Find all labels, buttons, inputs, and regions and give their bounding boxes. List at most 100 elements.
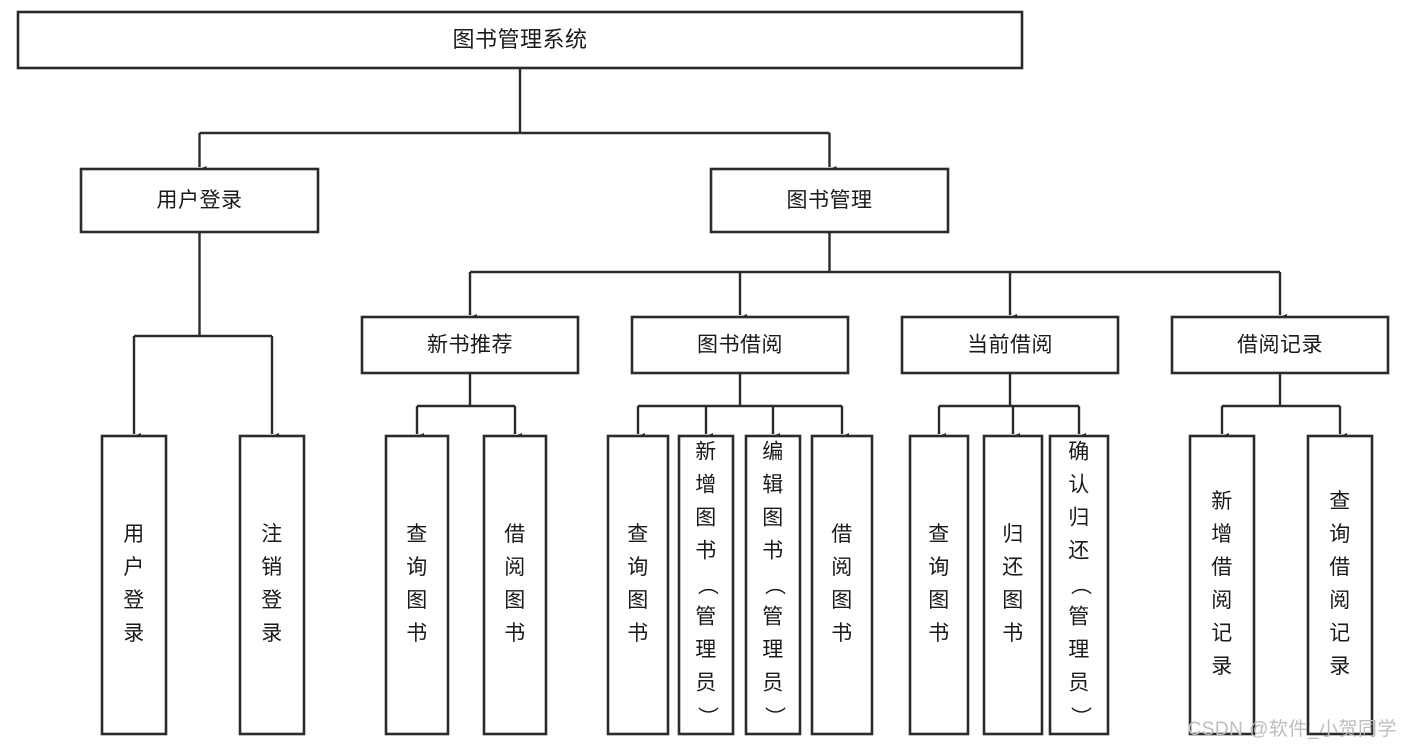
node-user-login[interactable]: 用户登录 — [79, 167, 320, 234]
svg-text:）: ） — [762, 706, 785, 728]
svg-text:理: 理 — [1068, 639, 1090, 662]
svg-text:归: 归 — [1068, 507, 1090, 530]
svg-text:新: 新 — [695, 441, 717, 464]
svg-text:认: 认 — [1068, 474, 1090, 497]
svg-text:注: 注 — [261, 523, 283, 546]
leaf-node-leaf-borrow-book-2-box — [810, 434, 874, 736]
root-node-book-management-system-label: 图书管理系统 — [452, 27, 587, 52]
svg-text:增: 增 — [695, 474, 717, 497]
node-borrow-record[interactable]: 借阅记录 — [1170, 315, 1390, 375]
svg-text:销: 销 — [261, 556, 283, 579]
svg-text:书: 书 — [762, 540, 784, 563]
leaf-node-leaf-user-login-label: 用户登录 — [123, 523, 145, 645]
node-new-book-recommend-label: 新书推荐 — [427, 334, 513, 357]
svg-text:图: 图 — [928, 589, 950, 612]
svg-text:登: 登 — [123, 589, 145, 612]
svg-text:图: 图 — [695, 507, 717, 530]
svg-text:书: 书 — [928, 622, 950, 645]
svg-text:查: 查 — [928, 523, 950, 546]
connectors-layer — [127, 68, 1347, 445]
svg-text:管: 管 — [762, 606, 784, 629]
svg-text:记: 记 — [1211, 622, 1233, 645]
node-borrow-record-box — [1170, 315, 1390, 375]
svg-text:登: 登 — [261, 589, 283, 612]
leaf-node-leaf-add-record-box — [1188, 434, 1256, 736]
svg-text:员: 员 — [762, 672, 784, 695]
svg-text:户: 户 — [123, 556, 145, 579]
node-book-manage-box — [709, 167, 950, 234]
svg-text:录: 录 — [261, 622, 283, 645]
svg-text:图: 图 — [504, 589, 526, 612]
svg-text:书: 书 — [695, 540, 717, 563]
node-borrow-record-label: 借阅记录 — [1237, 334, 1323, 357]
svg-text:书: 书 — [406, 622, 428, 645]
svg-text:理: 理 — [695, 639, 717, 662]
svg-text:员: 员 — [1068, 672, 1090, 695]
node-current-borrow-box — [900, 315, 1120, 375]
node-book-borrow-label: 图书借阅 — [697, 334, 783, 357]
leaf-node-leaf-confirm-return-box — [1048, 434, 1110, 736]
svg-text:阅: 阅 — [831, 556, 853, 579]
svg-text:询: 询 — [928, 556, 950, 579]
svg-text:查: 查 — [1329, 490, 1351, 513]
svg-text:录: 录 — [1211, 655, 1233, 678]
node-new-book-recommend-box — [360, 315, 580, 375]
svg-text:用: 用 — [123, 523, 145, 546]
leaf-node-leaf-logout-box — [238, 434, 306, 736]
leaf-node-leaf-edit-book-box — [744, 434, 802, 736]
leaf-node-leaf-query-book-3-box — [908, 434, 970, 736]
svg-text:管: 管 — [1068, 606, 1090, 629]
svg-text:管: 管 — [695, 606, 717, 629]
svg-text:图: 图 — [762, 507, 784, 530]
leaf-node-leaf-return-book-box — [982, 434, 1044, 736]
svg-text:录: 录 — [123, 622, 145, 645]
root-node-book-management-system[interactable]: 图书管理系统 — [16, 10, 1024, 70]
root-node-book-management-system-box — [16, 10, 1024, 70]
svg-text:归: 归 — [1002, 523, 1024, 546]
leaf-node-leaf-user-login[interactable]: 用户登录 — [100, 434, 168, 736]
svg-text:（: （ — [1068, 574, 1091, 596]
svg-text:书: 书 — [831, 622, 853, 645]
svg-text:录: 录 — [1329, 655, 1351, 678]
node-user-login-box — [79, 167, 320, 234]
node-new-book-recommend[interactable]: 新书推荐 — [360, 315, 580, 375]
svg-text:询: 询 — [627, 556, 649, 579]
node-book-borrow[interactable]: 图书借阅 — [630, 315, 850, 375]
svg-text:图: 图 — [831, 589, 853, 612]
svg-text:编: 编 — [762, 441, 784, 464]
svg-text:阅: 阅 — [1211, 589, 1233, 612]
svg-text:新: 新 — [1211, 490, 1233, 513]
svg-text:图: 图 — [627, 589, 649, 612]
node-book-manage[interactable]: 图书管理 — [709, 167, 950, 234]
svg-text:询: 询 — [406, 556, 428, 579]
svg-text:图: 图 — [1002, 589, 1024, 612]
svg-text:（: （ — [695, 574, 718, 596]
leaf-node-leaf-query-record-box — [1306, 434, 1374, 736]
svg-text:书: 书 — [627, 622, 649, 645]
node-current-borrow[interactable]: 当前借阅 — [900, 315, 1120, 375]
svg-text:借: 借 — [831, 523, 853, 546]
svg-text:借: 借 — [1329, 556, 1351, 579]
svg-text:还: 还 — [1002, 556, 1024, 579]
